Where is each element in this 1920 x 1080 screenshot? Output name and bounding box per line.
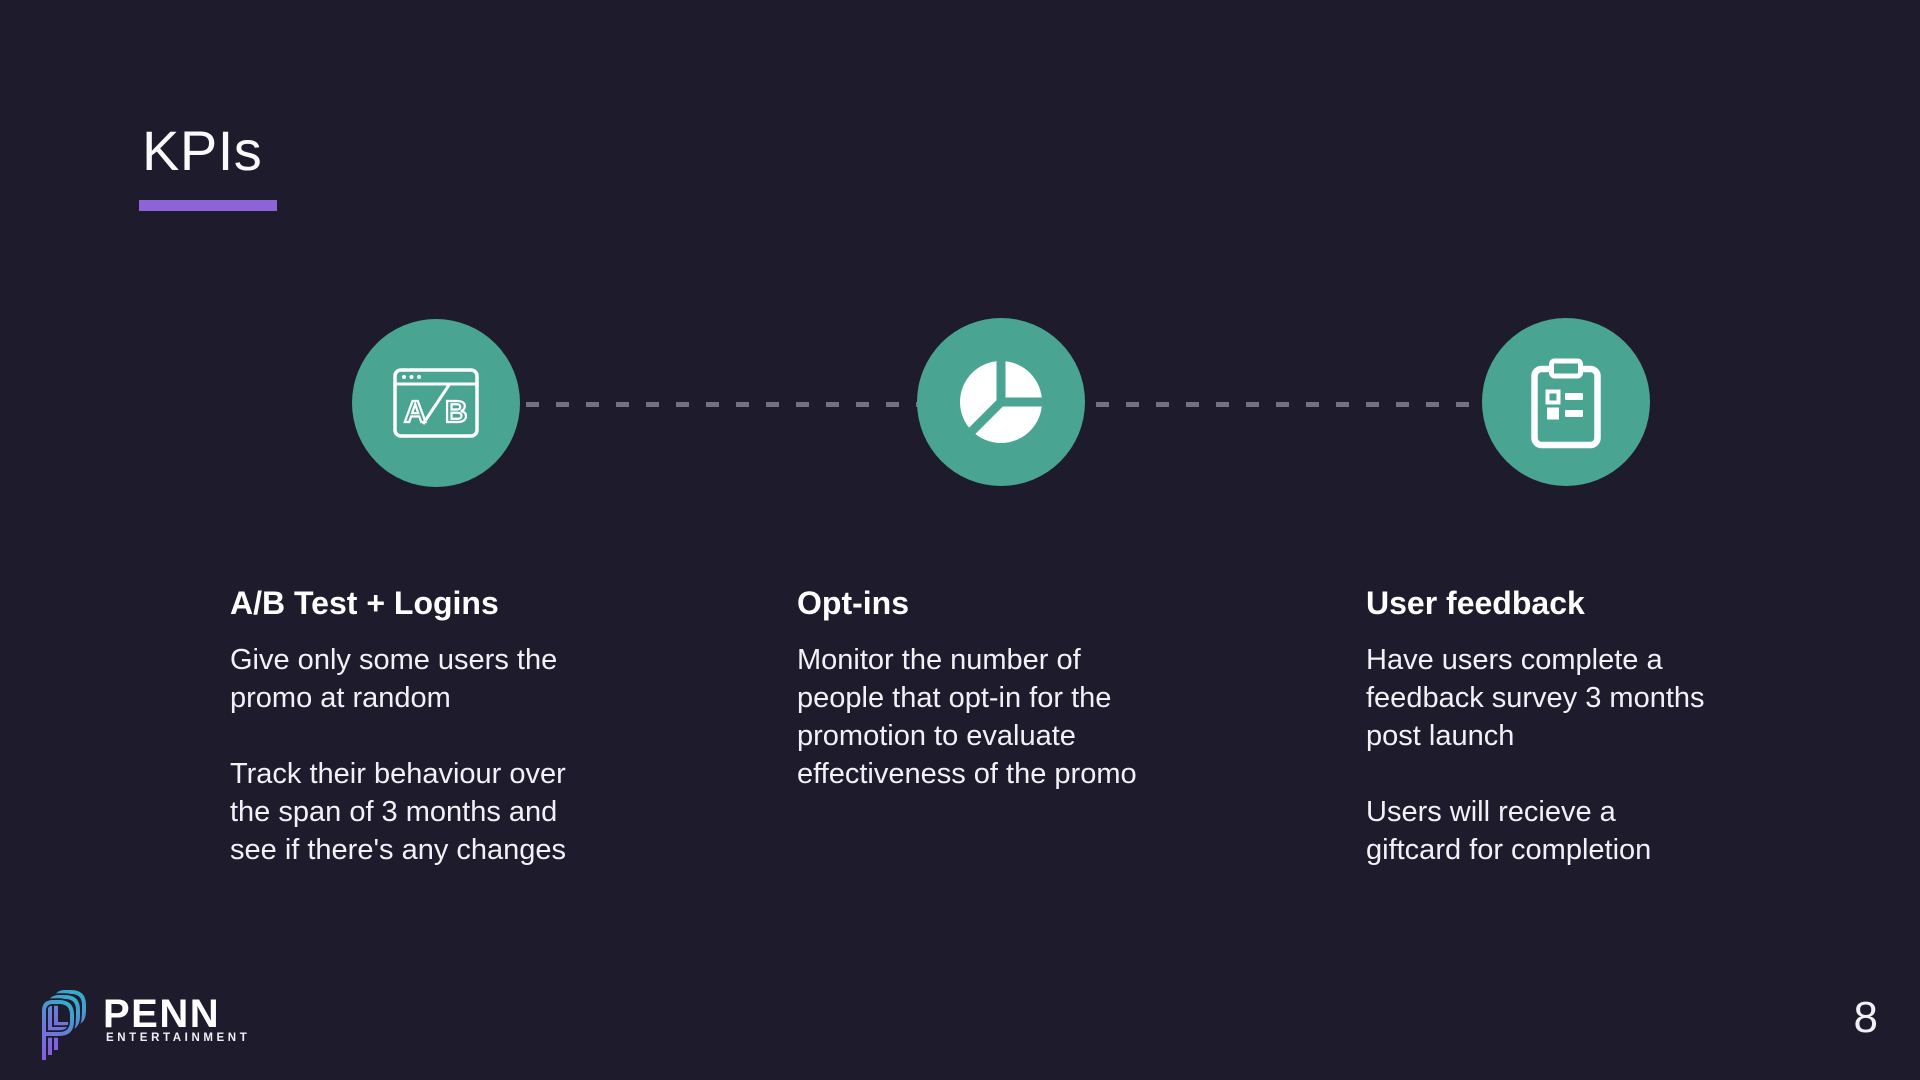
- logo-brand-text: PENN: [103, 992, 221, 1036]
- penn-entertainment-logo: PENN ENTERTAINMENT: [40, 988, 250, 1068]
- kpi-body-text: Monitor the number of people that opt-in…: [797, 644, 1137, 790]
- kpi-body-text: Give only some users the promo at random…: [230, 644, 567, 866]
- kpi-circle-ab-test: A B: [352, 319, 520, 487]
- title-underline-bar: [139, 200, 277, 211]
- pie-chart-icon: [960, 355, 1048, 443]
- kpi-column-user-feedback: User feedback Have users complete a feed…: [1366, 583, 1786, 869]
- page-number: 8: [1853, 993, 1878, 1042]
- kpi-column-opt-ins: Opt-ins Monitor the number of people tha…: [797, 583, 1217, 793]
- kpi-circle-user-feedback: [1482, 318, 1650, 486]
- kpi-circle-opt-ins: [917, 318, 1085, 486]
- logo-subtext: ENTERTAINMENT: [106, 1032, 251, 1044]
- page-title: KPIs: [142, 119, 263, 182]
- kpi-column-ab-test: A/B Test + Logins Give only some users t…: [230, 583, 650, 869]
- ab-letter-b: B: [445, 394, 467, 429]
- clipboard-checklist-icon: [1531, 358, 1601, 449]
- kpi-heading: Opt-ins: [797, 585, 909, 621]
- ab-test-browser-icon: A B: [393, 368, 479, 438]
- kpi-heading: User feedback: [1366, 585, 1585, 621]
- kpi-body-text: Have users complete a feedback survey 3 …: [1366, 644, 1705, 866]
- kpi-heading: A/B Test + Logins: [230, 585, 499, 621]
- penn-logo-p-mark: [40, 990, 86, 1060]
